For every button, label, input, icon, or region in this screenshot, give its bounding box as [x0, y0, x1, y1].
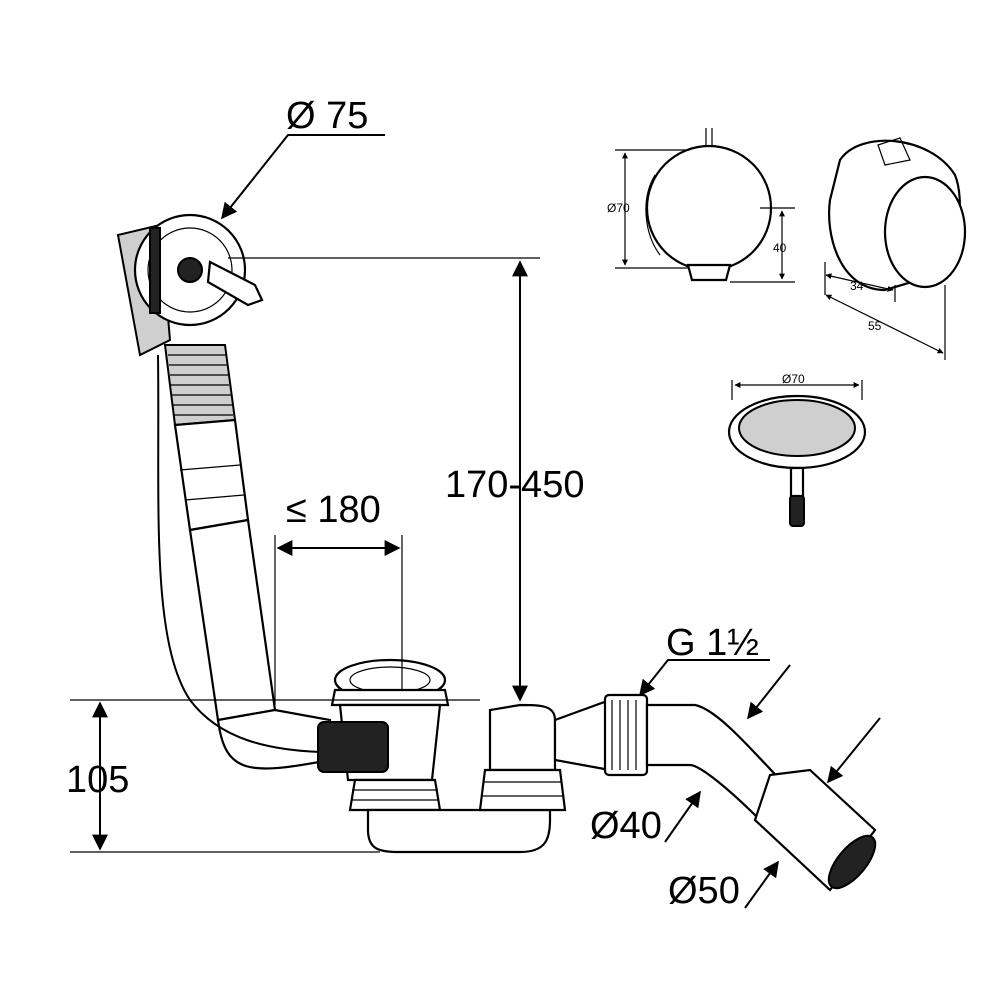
label-height: 105: [66, 759, 129, 801]
overflow-pipe: [173, 418, 332, 770]
label-cover-height-40: 40: [773, 241, 787, 255]
label-overflow-diameter: Ø 75: [286, 95, 368, 137]
label-plug-d70: Ø70: [782, 372, 805, 386]
waste-valve: [317, 658, 450, 812]
label-cover-d70-side: Ø70: [607, 201, 630, 215]
flexible-hose: [163, 344, 237, 427]
main-assembly: [116, 213, 877, 892]
label-cover-depth-34: 34: [850, 279, 864, 293]
overflow-head: [116, 213, 264, 357]
label-pipe-d50: Ø50: [668, 870, 740, 912]
cover-side-view: [615, 128, 795, 283]
trap: [366, 698, 612, 854]
label-height-range: 170-450: [445, 464, 584, 506]
label-cover-depth-55: 55: [868, 319, 882, 333]
cover-perspective-view: [824, 137, 967, 360]
bowden-cable: [157, 354, 321, 753]
label-max-distance: ≤ 180: [286, 489, 381, 531]
label-pipe-d40: Ø40: [590, 805, 662, 847]
label-thread: G 1½: [666, 622, 759, 664]
dimension-lines: [70, 134, 881, 909]
plug-view: [727, 380, 867, 527]
outlet-pipe: [603, 693, 877, 892]
